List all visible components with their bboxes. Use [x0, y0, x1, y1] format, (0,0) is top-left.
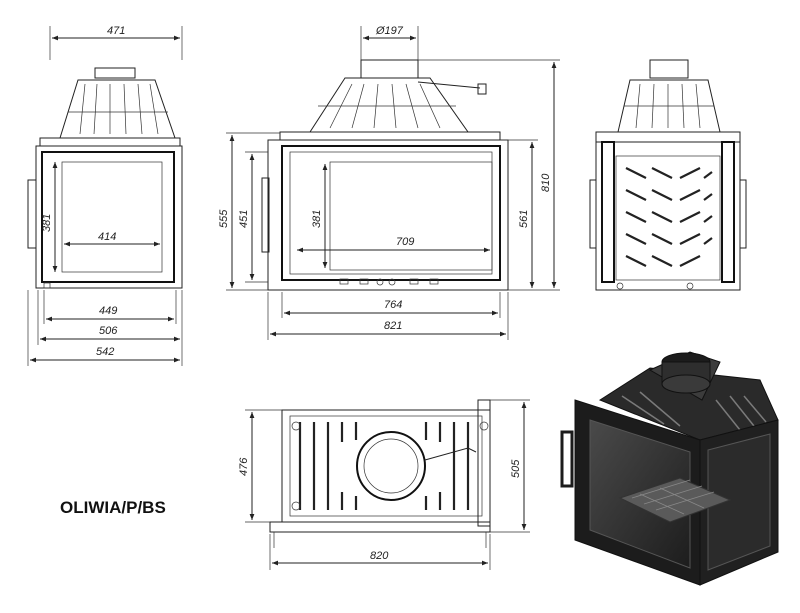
side-width-449-label: 449: [99, 305, 117, 317]
fireplace-3d-render: [560, 351, 779, 586]
rear-hood-ribs: [624, 83, 714, 129]
rear-herringbone-pattern: [625, 167, 713, 267]
top-depth-left-label: 476: [238, 457, 250, 476]
rear-view: [589, 59, 747, 291]
side-hood-ribs: [68, 83, 168, 135]
front-height-561-label: 561: [518, 210, 530, 228]
front-glass-width-label: 709: [396, 236, 414, 248]
front-height-451-label: 451: [238, 210, 250, 228]
front-view: Ø197: [218, 25, 560, 340]
front-air-controls: [339, 278, 439, 286]
front-width-821-label: 821: [384, 320, 402, 332]
front-width-764-label: 764: [384, 299, 402, 311]
front-glass-height-label: 381: [311, 210, 323, 228]
side-width-506-label: 506: [99, 325, 118, 337]
top-view: 476 505 820: [238, 399, 530, 570]
side-top-width-label: 471: [107, 25, 125, 37]
top-depth-right-label: 505: [510, 459, 522, 478]
side-view: 471 381 414: [27, 25, 183, 366]
side-width-542-label: 542: [96, 346, 114, 358]
top-view-ribs: [298, 422, 470, 510]
front-height-555-label: 555: [218, 209, 230, 228]
side-glass-width-label: 414: [98, 231, 116, 243]
model-label: OLIWIA/P/BS: [60, 498, 166, 517]
front-flue-diameter-label: Ø197: [375, 25, 404, 37]
side-glass-height-label: 381: [41, 214, 53, 232]
front-hood-ribs: [318, 83, 456, 129]
top-width-label: 820: [370, 550, 389, 562]
front-height-810-label: 810: [540, 173, 552, 192]
